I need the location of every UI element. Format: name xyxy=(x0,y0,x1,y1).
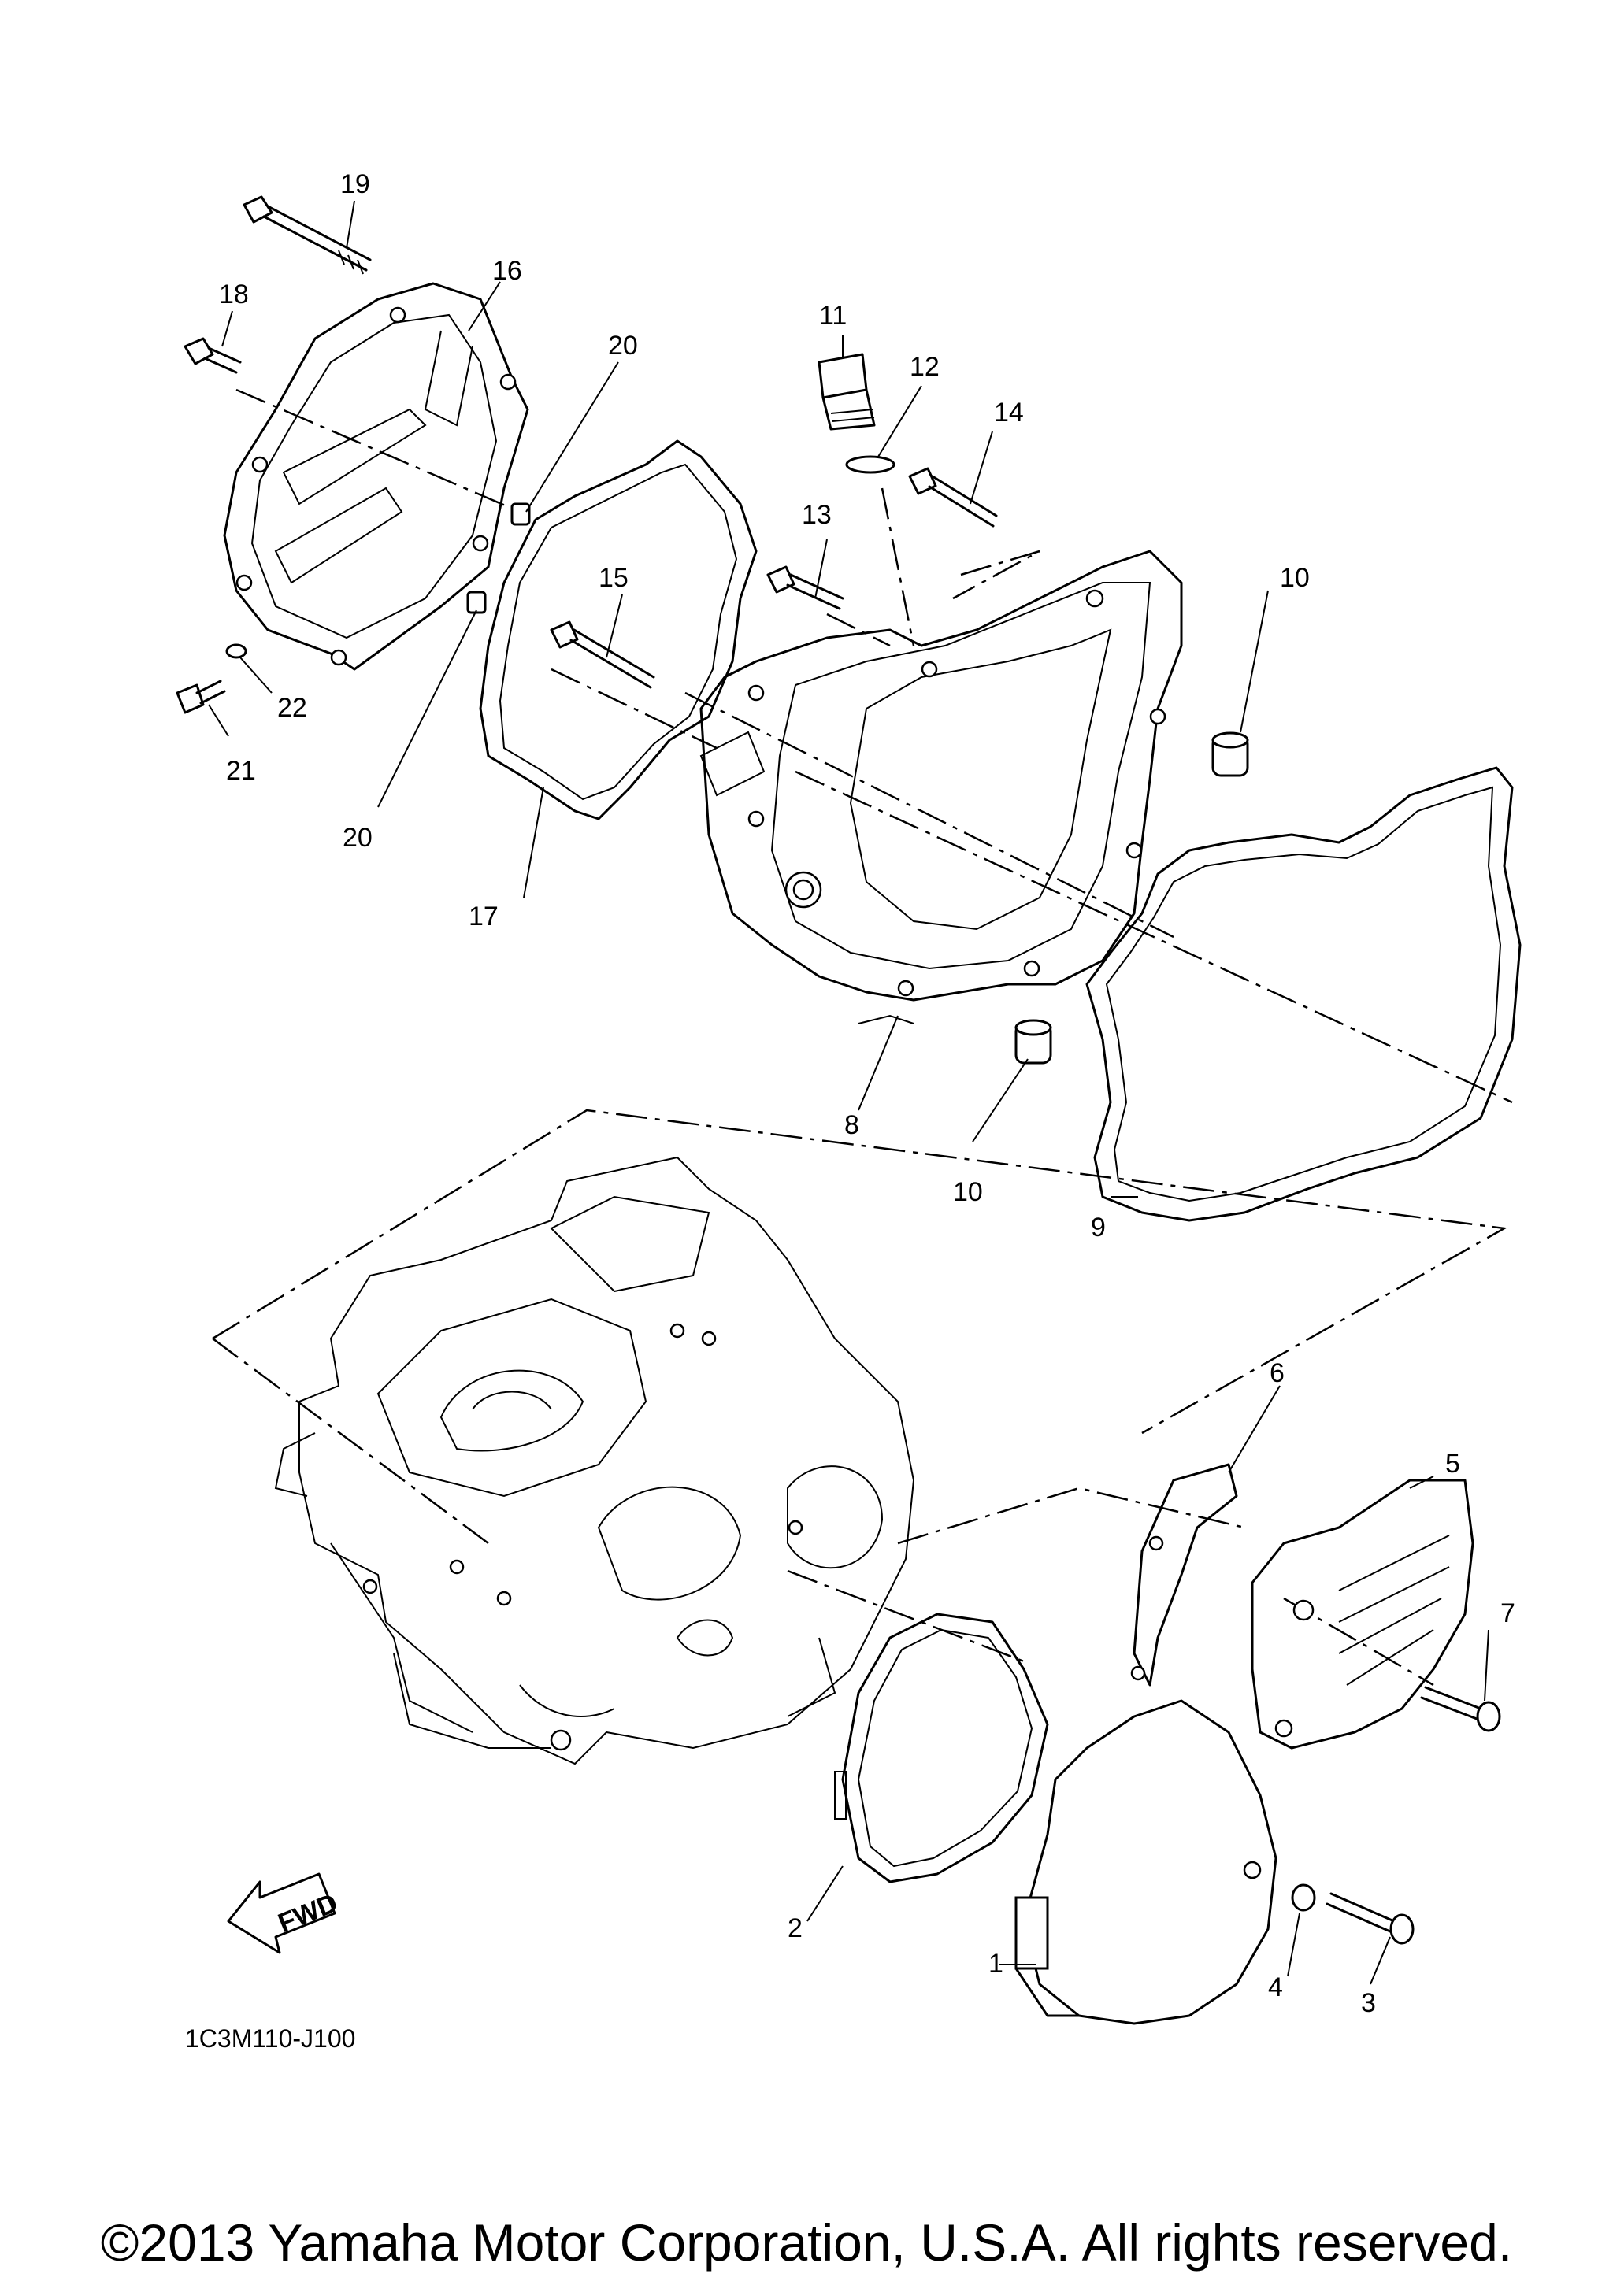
part-12-label: 12 xyxy=(910,352,940,382)
part-9-label: 9 xyxy=(1091,1213,1106,1242)
filler-plug-drawing xyxy=(818,353,895,474)
cover-dowels-drawing xyxy=(1014,731,1249,1065)
crankcase-gasket-drawing xyxy=(1085,766,1522,1222)
part-5-label: 5 xyxy=(1445,1449,1460,1479)
dowel-pins-drawing xyxy=(466,502,531,614)
part-14-label: 14 xyxy=(994,398,1024,428)
part-17-label: 17 xyxy=(469,902,499,931)
alignment-lines xyxy=(212,388,1513,1687)
generator-fasteners-drawing xyxy=(1291,1883,1415,1945)
crankcase-drawing xyxy=(274,1156,915,1765)
generator-gasket-drawing xyxy=(834,1613,1049,1883)
part-3-label: 3 xyxy=(1361,1988,1376,2018)
magneto-gasket-drawing xyxy=(479,439,758,820)
generator-cover-drawing xyxy=(1014,1699,1277,2025)
long-bolt-drawing xyxy=(243,195,372,275)
part-15-label: 15 xyxy=(599,563,629,593)
leader-lines xyxy=(208,200,1489,1985)
clutch-bolts-drawing xyxy=(550,467,998,689)
guard-cover-drawing xyxy=(1251,1479,1474,1750)
part-6-label: 6 xyxy=(1270,1358,1285,1388)
copyright-notice: ©2013 Yamaha Motor Corporation, U.S.A. A… xyxy=(100,2213,1513,2272)
part-16-label: 16 xyxy=(492,256,522,286)
part-10-label-lower: 10 xyxy=(953,1177,983,1207)
part-20-label-lower: 20 xyxy=(343,823,373,853)
magneto-cover-drawing xyxy=(223,282,529,671)
part-10-label-upper: 10 xyxy=(1280,563,1310,593)
part-1-label: 1 xyxy=(988,1949,1003,1979)
part-20-label-upper: 20 xyxy=(608,331,638,361)
part-7-label: 7 xyxy=(1500,1598,1515,1628)
fwd-label: FWD xyxy=(274,1888,342,1939)
part-4-label: 4 xyxy=(1268,1972,1283,2002)
diagram-code: 1C3M110-J100 xyxy=(185,2024,355,2053)
part-13-label: 13 xyxy=(802,500,832,530)
fwd-arrow-icon: FWD xyxy=(227,1872,342,1954)
part-8-label: 8 xyxy=(844,1110,859,1140)
screw-washer-drawing xyxy=(176,643,247,714)
part-22-label: 22 xyxy=(277,693,307,723)
part-19-label: 19 xyxy=(340,169,370,199)
part-2-label: 2 xyxy=(788,1913,803,1943)
short-bolt-drawing xyxy=(184,337,242,374)
crankcase-cover-drawing xyxy=(699,550,1183,1024)
guard-bolt-drawing xyxy=(1420,1686,1501,1732)
part-11-label: 11 xyxy=(819,301,847,331)
part-callouts: 1 2 3 4 5 6 7 8 9 10 10 11 12 13 14 15 1… xyxy=(219,169,1515,2018)
part-18-label: 18 xyxy=(219,280,249,309)
bracket-drawing xyxy=(1130,1463,1238,1687)
part-21-label: 21 xyxy=(226,756,256,786)
